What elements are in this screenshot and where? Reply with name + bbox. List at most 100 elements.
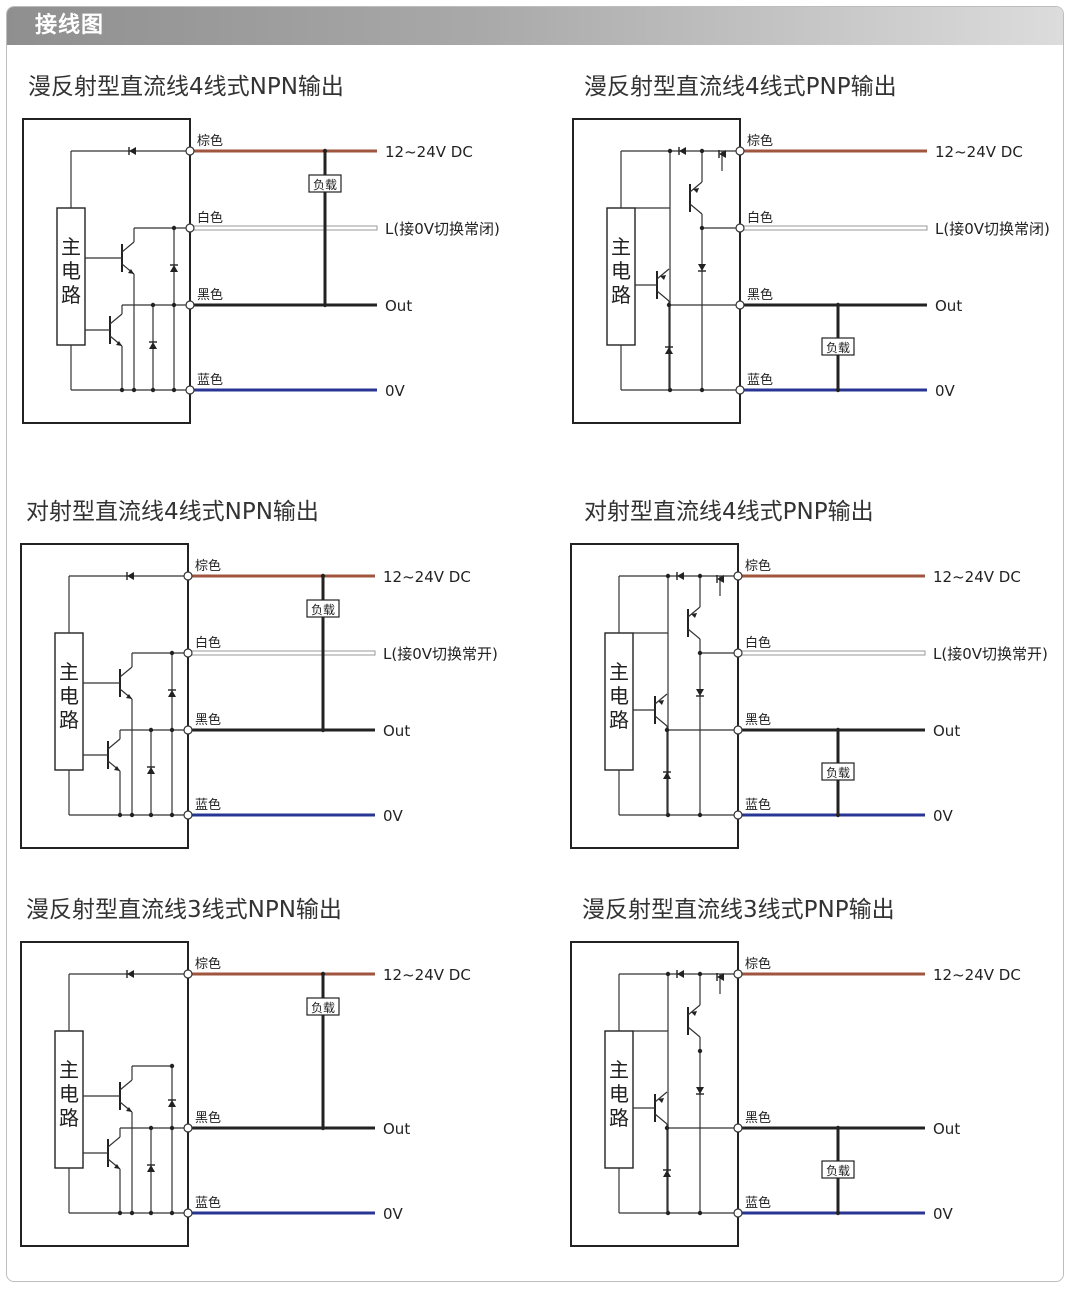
transistor-arrow [691, 613, 697, 618]
junction-dot [666, 302, 672, 308]
diode-icon [149, 342, 157, 349]
junction-dot [320, 573, 326, 579]
main-circuit-label: 路 [609, 708, 629, 732]
transistor-arrow [126, 694, 132, 699]
wire-line [119, 1079, 133, 1091]
wire-line [656, 290, 670, 302]
transistor-arrow [693, 188, 699, 193]
sensor-housing [570, 543, 739, 849]
main-circuit-label: 主 [611, 235, 631, 259]
section-header: 接线图 [7, 7, 1063, 45]
junction-dot [169, 812, 175, 818]
wire-function-label: 12~24V DC [933, 966, 1021, 984]
load-box [821, 337, 855, 356]
junction-dot [148, 727, 154, 733]
terminal-circle [185, 146, 195, 156]
diode-icon [696, 689, 704, 696]
wire-line [689, 181, 703, 193]
terminal-circle [733, 969, 743, 979]
junction-dot [697, 573, 703, 579]
terminal-circle [733, 571, 743, 581]
main-circuit-label: 主 [609, 1058, 629, 1082]
junction-dot [699, 387, 705, 393]
diode-icon [147, 767, 155, 774]
wire-line [654, 1091, 668, 1103]
junction-dot [835, 1210, 841, 1216]
wire-line [654, 715, 668, 727]
diode-icon [168, 690, 176, 697]
junction-dot [664, 727, 670, 733]
wire-color-label: 棕色 [195, 956, 221, 972]
junction-dot [129, 1210, 135, 1216]
wire-color-label: 棕色 [745, 956, 771, 972]
terminal-circle [183, 1123, 193, 1133]
wire-color-label: 白色 [195, 635, 221, 651]
terminal-circle [183, 725, 193, 735]
terminal-circle [733, 1208, 743, 1218]
terminal-circle [735, 385, 745, 395]
main-circuit-label: 路 [611, 283, 631, 307]
wire-function-label: L(接0V切换常闭) [385, 220, 500, 238]
junction-dot [320, 727, 326, 733]
terminal-circle [735, 146, 745, 156]
wire-color-label: 棕色 [745, 558, 771, 574]
load-box [306, 997, 340, 1016]
junction-dot [664, 1125, 670, 1131]
wire-line [687, 606, 701, 618]
wire-function-label: Out [933, 1120, 960, 1138]
load-box [821, 1160, 855, 1179]
main-circuit-label: 主 [59, 660, 79, 684]
main-circuit-label: 电 [609, 1082, 629, 1106]
junction-dot [320, 1125, 326, 1131]
wire-function-label: 0V [933, 1205, 954, 1223]
sensor-housing [20, 941, 189, 1247]
wire-line [119, 666, 133, 678]
junction-dot [131, 387, 137, 393]
wire-function-label: Out [385, 297, 412, 315]
wire-line [687, 1004, 701, 1016]
junction-dot [322, 148, 328, 154]
wire-function-label: 12~24V DC [935, 143, 1023, 161]
junction-dot [699, 225, 705, 231]
main-circuit-label: 主 [609, 660, 629, 684]
diagram-title: 对射型直流线4线式NPN输出 [26, 499, 319, 525]
junction-dot [150, 387, 156, 393]
terminal-circle [735, 223, 745, 233]
terminal-circle [183, 1208, 193, 1218]
wire-color-label: 黑色 [745, 1110, 771, 1126]
transistor-arrow [114, 766, 120, 771]
terminal-circle [183, 571, 193, 581]
wire-function-label: Out [935, 297, 962, 315]
load-box [308, 174, 342, 193]
terminal-circle [733, 648, 743, 658]
wiring-frame: 接线图 [6, 6, 1064, 1282]
wire-function-label: Out [383, 1120, 410, 1138]
terminal-circle [183, 969, 193, 979]
wire-function-label: Out [933, 722, 960, 740]
junction-dot [322, 302, 328, 308]
junction-dot [148, 1125, 154, 1131]
wire-line [107, 738, 121, 750]
junction-dot [169, 1125, 175, 1131]
wire-color-label: 黑色 [747, 287, 773, 303]
junction-dot [169, 1063, 175, 1069]
diode-icon [717, 575, 724, 583]
wire-line [687, 628, 701, 640]
wire-color-label: 黑色 [745, 712, 771, 728]
junction-dot [835, 302, 841, 308]
wire-color-label: 棕色 [197, 133, 223, 149]
load-label: 负载 [826, 1164, 850, 1178]
diode-icon [696, 1087, 704, 1094]
terminal-circle [185, 300, 195, 310]
diagram-title: 漫反射型直流线3线式NPN输出 [26, 897, 342, 923]
diode-icon [147, 1165, 155, 1172]
transistor-arrow [691, 1011, 697, 1016]
transistor-arrow [126, 1107, 132, 1112]
diode-icon [677, 970, 684, 978]
diode-icon [677, 572, 684, 580]
junction-dot [320, 971, 326, 977]
diode-icon [665, 347, 673, 354]
